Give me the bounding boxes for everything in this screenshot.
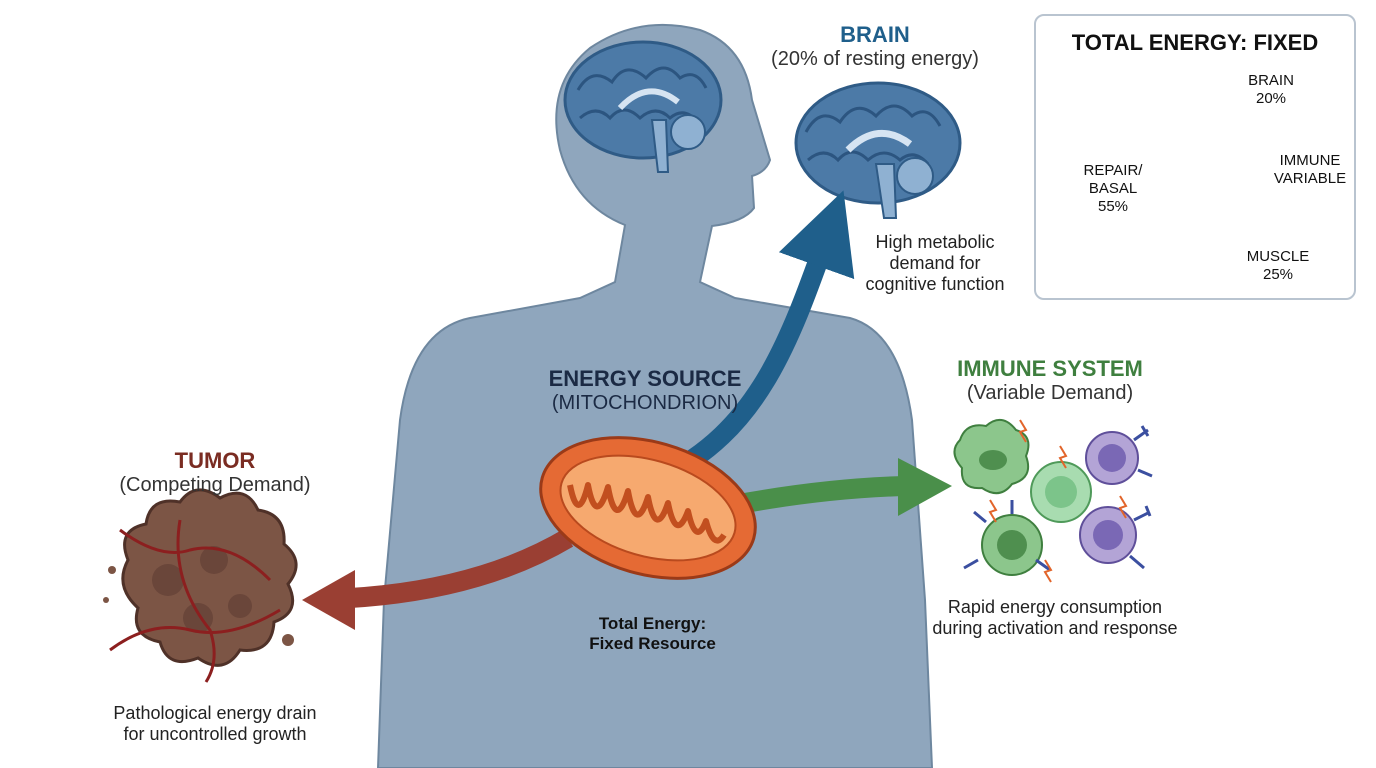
immune-label-group: IMMUNE SYSTEM (Variable Demand) xyxy=(925,356,1175,406)
total-energy-note-line: Fixed Resource xyxy=(589,634,716,654)
pie-label-line: 55% xyxy=(1097,198,1129,215)
tumor-label-group: TUMOR (Competing Demand) xyxy=(90,448,340,498)
tumor-desc-line: Pathological energy drain xyxy=(113,703,317,723)
pie-label-immune: IMMUNE VARIABLE xyxy=(1262,152,1358,188)
immune-title: IMMUNE SYSTEM xyxy=(957,356,1143,381)
tumor-desc-line: for uncontrolled growth xyxy=(123,724,307,745)
arrow-to-tumor xyxy=(302,529,574,630)
energy-source-title: ENERGY SOURCE xyxy=(548,366,742,391)
brain-description: High metabolic demand for cognitive func… xyxy=(835,232,1035,296)
immune-desc-line: during activation and response xyxy=(932,618,1178,639)
pie-label-muscle: MUSCLE 25% xyxy=(1228,248,1328,284)
tumor-title: TUMOR xyxy=(174,448,256,473)
total-energy-note: Total Energy: Fixed Resource xyxy=(555,614,750,654)
brain-subtitle: (20% of resting energy) xyxy=(771,47,979,70)
pie-label-line: 20% xyxy=(1255,90,1287,107)
immune-description: Rapid energy consumption during activati… xyxy=(900,597,1210,639)
tumor-subtitle: (Competing Demand) xyxy=(119,473,311,496)
pie-label-line: IMMUNE xyxy=(1279,152,1341,169)
tumor-icon xyxy=(103,488,298,683)
pie-title: TOTAL ENERGY: FIXED xyxy=(1071,30,1319,55)
total-energy-note-line: Total Energy: xyxy=(598,614,707,633)
human-body-silhouette xyxy=(376,23,934,768)
pie-label-line: VARIABLE xyxy=(1273,170,1347,187)
energy-source-subtitle: (MITOCHONDRION) xyxy=(551,391,739,414)
pie-label-line: BRAIN xyxy=(1248,72,1294,89)
pie-label-brain: BRAIN 20% xyxy=(1216,72,1326,108)
pie-label-line: REPAIR/ xyxy=(1083,162,1143,179)
mitochondrion-icon xyxy=(539,436,757,580)
brain-desc-line: cognitive function xyxy=(865,274,1005,295)
brain-title: BRAIN xyxy=(840,22,910,47)
energy-source-label-group: ENERGY SOURCE (MITOCHONDRION) xyxy=(530,366,760,416)
head-brain-icon xyxy=(563,40,723,173)
brain-icon xyxy=(794,81,962,219)
brain-desc-line: demand for xyxy=(889,253,981,274)
immune-desc-line: Rapid energy consumption xyxy=(947,597,1163,617)
brain-desc-line: High metabolic xyxy=(875,232,995,252)
pie-label-repair: REPAIR/ BASAL 55% xyxy=(1068,162,1158,216)
arrow-to-immune xyxy=(743,458,952,516)
immune-subtitle: (Variable Demand) xyxy=(966,381,1134,404)
energy-pie-card: TOTAL ENERGY: FIXED BRAIN 20% IMMUNE VAR… xyxy=(1034,14,1356,300)
pie-label-line: 25% xyxy=(1262,266,1294,283)
pie-label-line: BASAL xyxy=(1088,180,1138,197)
pie-label-line: MUSCLE xyxy=(1246,248,1310,265)
immune-cells-icon xyxy=(953,419,1153,583)
tumor-description: Pathological energy drain for uncontroll… xyxy=(70,703,360,745)
brain-label-group: BRAIN (20% of resting energy) xyxy=(760,22,990,72)
